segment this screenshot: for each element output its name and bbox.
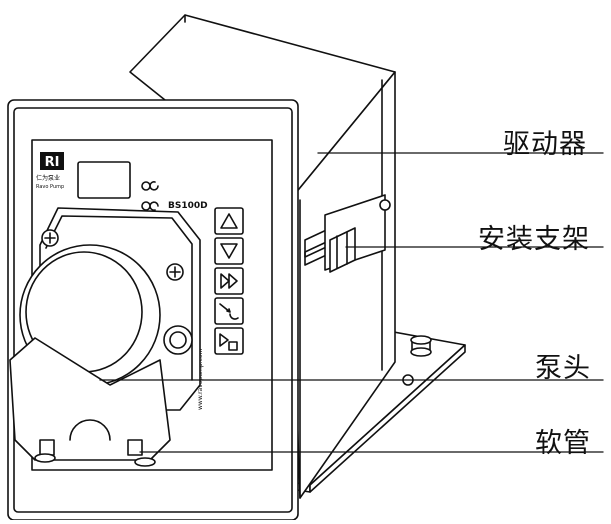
pump-head	[9, 207, 201, 461]
fast-forward-button[interactable]	[214, 267, 244, 295]
callout-mounting-bracket: 安装支架	[478, 224, 590, 255]
mounting-bracket	[304, 194, 391, 273]
display-area: BS100D	[77, 161, 208, 211]
down-button[interactable]	[214, 237, 244, 265]
brand-mark: RI	[45, 155, 60, 170]
callout-tubing: 软管	[535, 428, 591, 459]
feet	[34, 453, 156, 467]
up-triangle-icon	[220, 213, 238, 229]
start-stop-icon	[219, 333, 229, 347]
callout-drive: 驱动器	[503, 129, 587, 160]
brand-name-cn: 仁为泵业	[36, 174, 60, 182]
counterclockwise-icon	[149, 201, 159, 211]
callout-pump-head: 泵头	[535, 353, 591, 384]
base-knob	[410, 335, 432, 357]
brand-name-en: Ravo Pump	[36, 184, 64, 190]
fast-forward-icon	[220, 273, 230, 289]
direction-button[interactable]	[214, 297, 244, 325]
model-label: BS100D	[168, 201, 208, 211]
brand-logo: RI 仁为泵业 Ravo Pump	[36, 152, 64, 190]
clockwise-icon	[149, 181, 159, 191]
down-triangle-icon	[220, 243, 238, 259]
led-display	[77, 161, 131, 199]
tube-clamp	[9, 337, 171, 461]
control-buttons	[214, 207, 244, 355]
leader-lines	[99, 152, 604, 453]
up-button[interactable]	[214, 207, 244, 235]
direction-toggle-icon	[219, 303, 239, 320]
start-stop-button[interactable]	[214, 327, 244, 355]
latch-knob	[163, 325, 193, 355]
